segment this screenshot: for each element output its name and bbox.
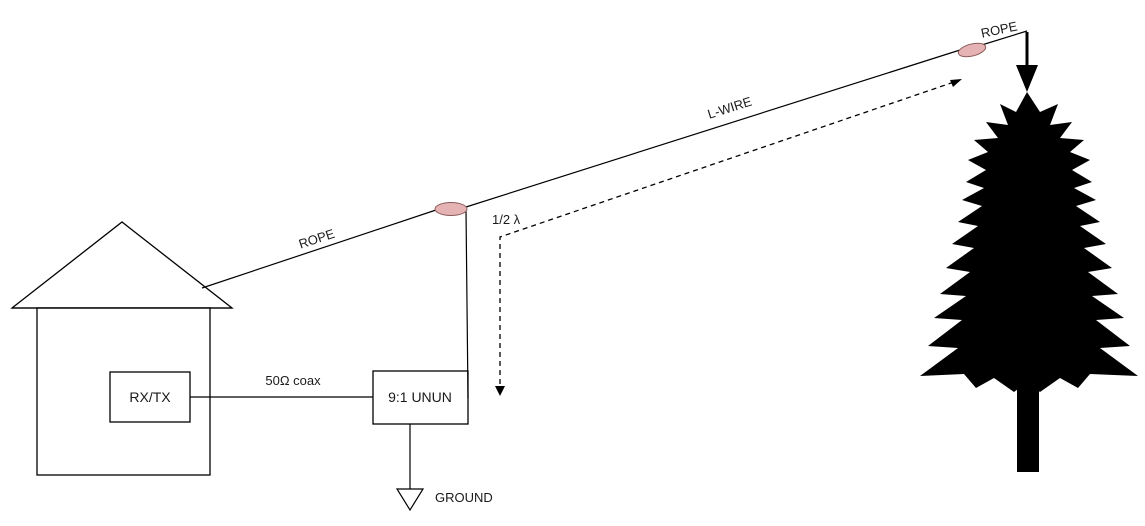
rxtx-box xyxy=(109,371,191,423)
coax-label: 50Ω coax xyxy=(265,373,321,388)
arrow-up-right xyxy=(950,79,962,87)
house xyxy=(10,221,234,476)
tree-foliage xyxy=(920,92,1138,392)
feed-wire xyxy=(465,209,469,399)
tree-arrow xyxy=(1016,65,1038,92)
half-wave-dimension xyxy=(495,79,962,396)
insulator-mid xyxy=(434,202,468,216)
house-roof xyxy=(10,221,234,309)
rope-house-line xyxy=(201,209,437,289)
ground-label: GROUND xyxy=(435,490,493,505)
insulator-top xyxy=(957,42,987,58)
ground-symbol xyxy=(395,488,425,512)
unun-label: 9:1 UNUN xyxy=(388,389,452,405)
half-wave-label: 1/2 λ xyxy=(492,212,521,227)
rope-mid-label: ROPE xyxy=(297,226,337,252)
arrow-down xyxy=(495,386,505,396)
rxtx-label: RX/TX xyxy=(129,389,171,405)
rope-top-label: ROPE xyxy=(979,18,1018,40)
tree xyxy=(920,32,1138,472)
unun-box xyxy=(372,370,469,425)
tree-trunk xyxy=(1017,380,1039,472)
l-wire-line xyxy=(465,49,961,208)
